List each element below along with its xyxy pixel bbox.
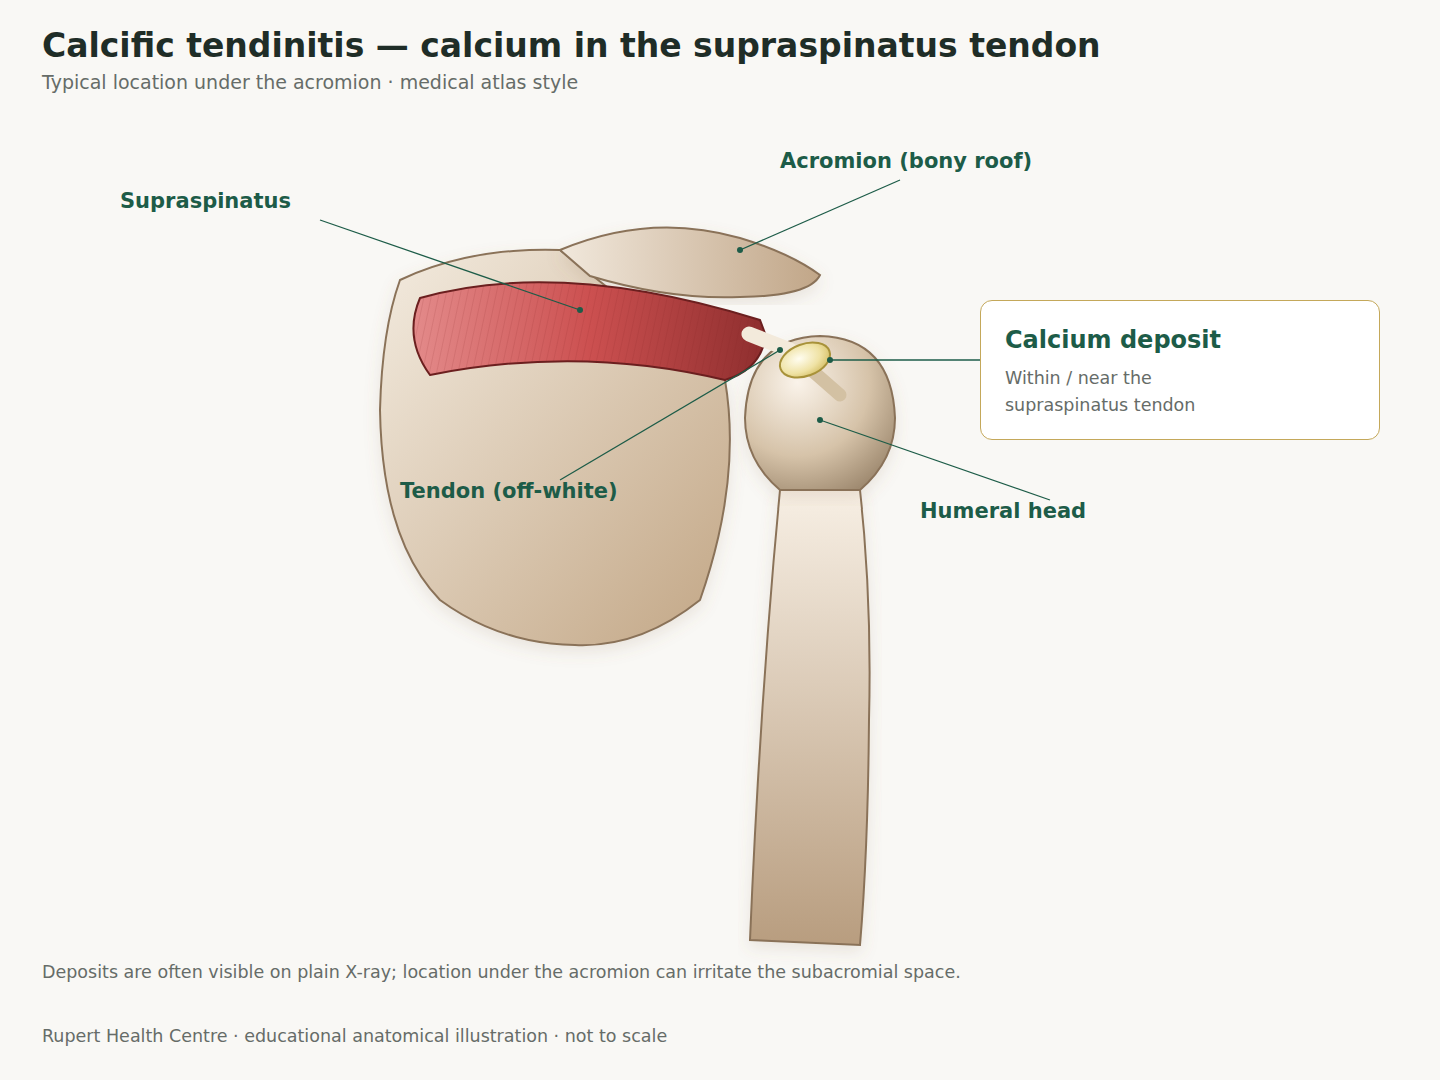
part-label: Acromion (bony roof) — [780, 149, 1032, 174]
credit-note: Rupert Health Centre · educational anato… — [42, 1026, 667, 1047]
part-label: Supraspinatus — [120, 189, 291, 214]
supraspinatus-muscle — [413, 282, 766, 380]
part-label: Humeral head — [920, 499, 1086, 524]
callout-body: Within / near the supraspinatus tendon — [1005, 365, 1225, 419]
callout-heading: Calcium deposit — [1005, 326, 1221, 354]
calcium-deposit — [775, 336, 835, 384]
humeral-head — [745, 336, 895, 490]
page-title: Calcific tendinitis — calcium in the sup… — [42, 26, 1101, 66]
tendon — [749, 334, 790, 350]
humerus-shaft — [750, 490, 870, 945]
leader-lines — [320, 180, 1050, 500]
page-subtitle: Typical location under the acromion · me… — [42, 71, 578, 94]
callout-box: Calcium depositWithin / near the suprasp… — [980, 300, 1380, 440]
muscle-fibres — [413, 282, 766, 380]
footnote: Deposits are often visible on plain X-ra… — [42, 962, 961, 983]
part-label: Tendon (off-white) — [400, 479, 618, 504]
